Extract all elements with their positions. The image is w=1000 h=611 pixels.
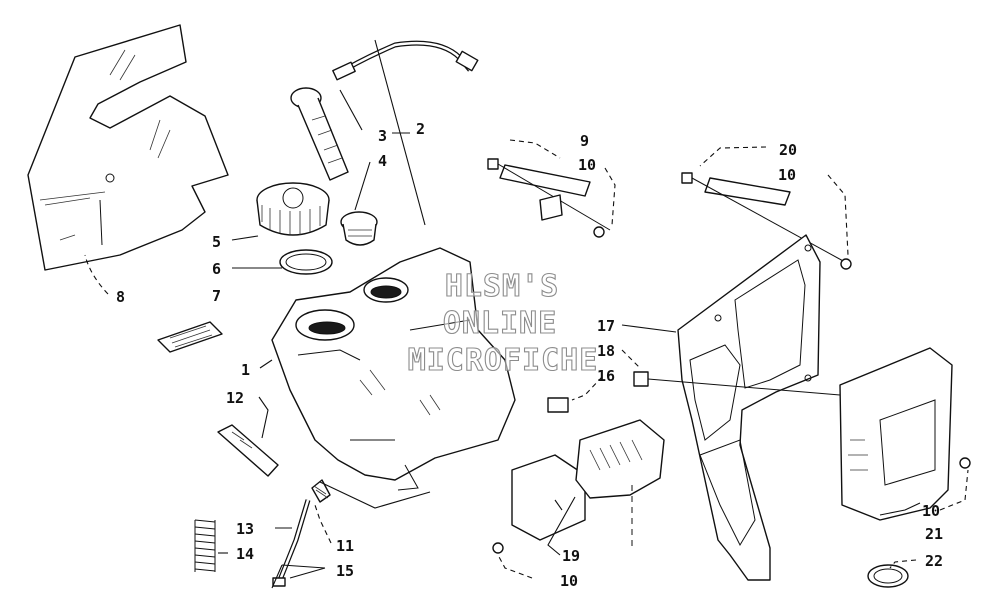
part-21-electrical-box (839, 347, 971, 521)
callout-numbers: 1 2 3 4 5 6 7 8 9 10 10 10 10 11 12 13 1… (116, 120, 943, 590)
callout-4: 4 (378, 152, 387, 170)
part-7-decal (157, 321, 223, 353)
callout-10-top-left: 10 (578, 156, 596, 174)
callout-12: 12 (226, 389, 244, 407)
part-1-oil-tank (271, 247, 516, 491)
callout-19: 19 (562, 547, 580, 565)
watermark-line-3: MICROFICHE (408, 343, 599, 378)
leader-lines (84, 39, 969, 589)
callout-22: 22 (925, 552, 943, 570)
callout-20: 20 (779, 141, 797, 159)
callout-10-right: 10 (922, 502, 940, 520)
watermark-line-2: ONLINE (443, 306, 557, 341)
callout-5: 5 (212, 233, 221, 251)
part-4-grommet (340, 211, 378, 246)
callout-10-bottom: 10 (560, 572, 578, 590)
watermark-line-1: HLSM'S (445, 269, 559, 304)
part-18-nut (633, 371, 841, 396)
callout-7: 7 (212, 287, 221, 305)
part-vent-hose (332, 40, 479, 81)
part-5-fuel-cap (256, 182, 330, 236)
callout-16: 16 (597, 367, 615, 385)
callout-14: 14 (236, 545, 254, 563)
callout-1: 1 (241, 361, 250, 379)
callout-13: 13 (236, 520, 254, 538)
callout-17: 17 (597, 317, 615, 335)
part-22-clamp (867, 564, 909, 588)
part-19-oil-injection-pump (492, 419, 665, 554)
callout-3: 3 (378, 127, 387, 145)
callout-9: 9 (580, 132, 589, 150)
callout-11: 11 (336, 537, 354, 555)
part-9-mounting-bracket (487, 158, 611, 238)
part-16-label (547, 397, 569, 413)
part-3-filler-tube (290, 87, 349, 181)
part-12-strap (217, 424, 279, 477)
part-6-gasket (279, 249, 333, 275)
part-13-oil-hose (272, 499, 311, 587)
callout-8: 8 (116, 288, 125, 306)
part-8-heat-shield (27, 24, 229, 271)
callout-18: 18 (597, 342, 615, 360)
callout-10-top-right: 10 (778, 166, 796, 184)
callout-21: 21 (925, 525, 943, 543)
part-11-outlet-fitting (311, 479, 331, 503)
part-14-spring (194, 519, 216, 572)
callout-2: 2 (416, 120, 425, 138)
part-20-mounting-bracket (681, 172, 852, 270)
watermark: HLSM'S ONLINE MICROFICHE (407, 268, 599, 378)
callout-6: 6 (212, 260, 221, 278)
part-17-bracket-plate (677, 234, 821, 581)
callout-15: 15 (336, 562, 354, 580)
